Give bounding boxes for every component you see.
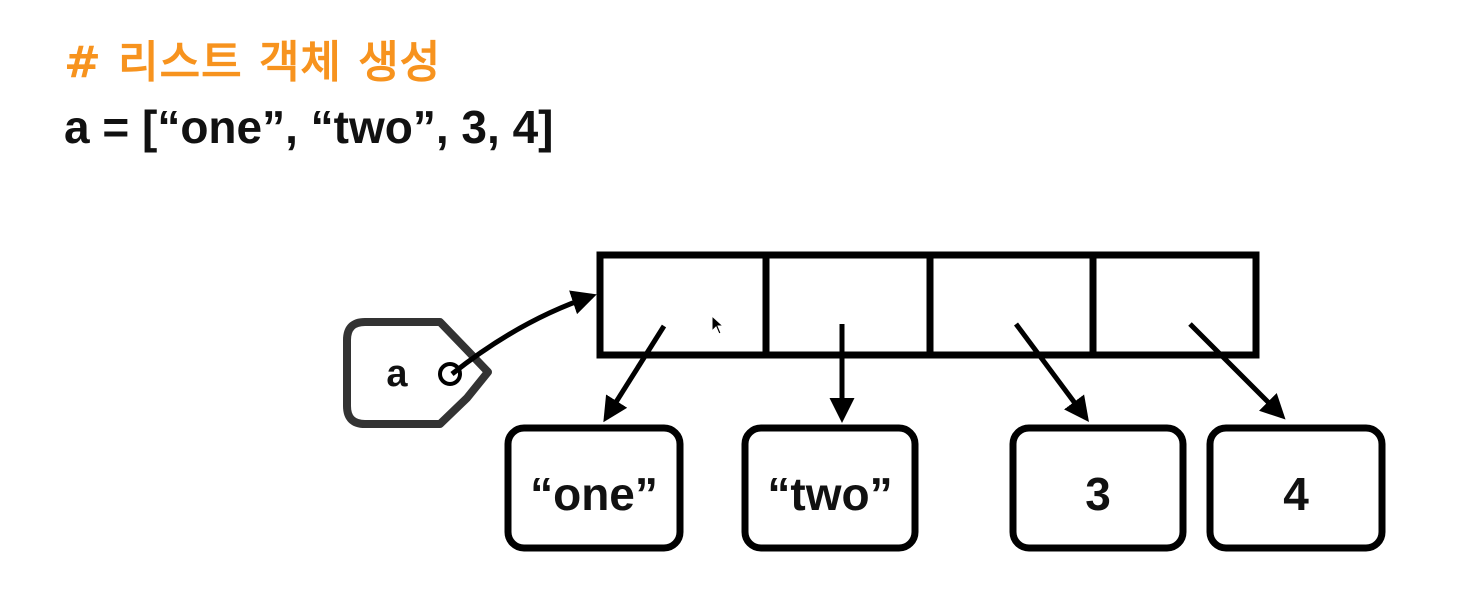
element-box-three xyxy=(1009,424,1187,552)
variable-label: a xyxy=(386,353,408,395)
element-label-three: 3 xyxy=(1085,468,1111,520)
reference-arrow xyxy=(450,290,597,376)
variable-tag xyxy=(343,318,492,428)
element-box-four xyxy=(1206,424,1386,552)
element-label-four: 4 xyxy=(1283,468,1309,520)
element-arrow-four xyxy=(1188,322,1286,420)
element-box-one xyxy=(504,424,684,552)
page-title: # 리스트 객체 생성 xyxy=(64,37,442,88)
element-label-one: “one” xyxy=(530,468,658,520)
code-line: a = [“one”, “two”, 3, 4] xyxy=(64,101,554,153)
element-arrow-one xyxy=(603,324,667,423)
mouse-cursor-icon xyxy=(711,314,725,335)
element-arrow-three xyxy=(1013,322,1089,423)
element-label-two: “two” xyxy=(767,468,892,520)
element-box-two xyxy=(741,424,919,552)
